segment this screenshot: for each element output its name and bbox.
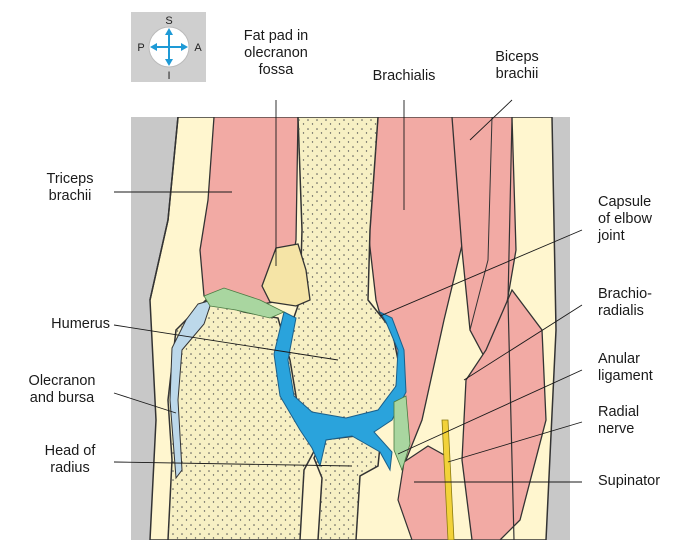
orientation-compass: S I P A	[131, 12, 206, 82]
compass-superior-label: S	[165, 15, 172, 27]
label-biceps-brachii: Biceps brachii	[478, 49, 556, 83]
label-brachialis: Brachialis	[358, 68, 450, 85]
compass-posterior-label: P	[137, 42, 144, 54]
compass-inferior-label: I	[167, 70, 170, 82]
compass-anterior-label: A	[194, 42, 202, 54]
label-fat-pad: Fat pad in olecranon fossa	[228, 28, 324, 79]
label-anular-ligament: Anular ligament	[598, 351, 676, 385]
label-olecranon-bursa: Olecranon and bursa	[12, 373, 112, 407]
label-radial-nerve: Radial nerve	[598, 404, 676, 438]
label-triceps-brachii: Triceps brachii	[30, 171, 110, 205]
label-brachioradialis: Brachio- radialis	[598, 286, 676, 320]
label-humerus: Humerus	[18, 316, 110, 333]
label-head-of-radius: Head of radius	[30, 443, 110, 477]
label-supinator: Supinator	[598, 473, 676, 490]
label-capsule-elbow-joint: Capsule of elbow joint	[598, 194, 676, 245]
anatomy-panel	[131, 117, 570, 540]
